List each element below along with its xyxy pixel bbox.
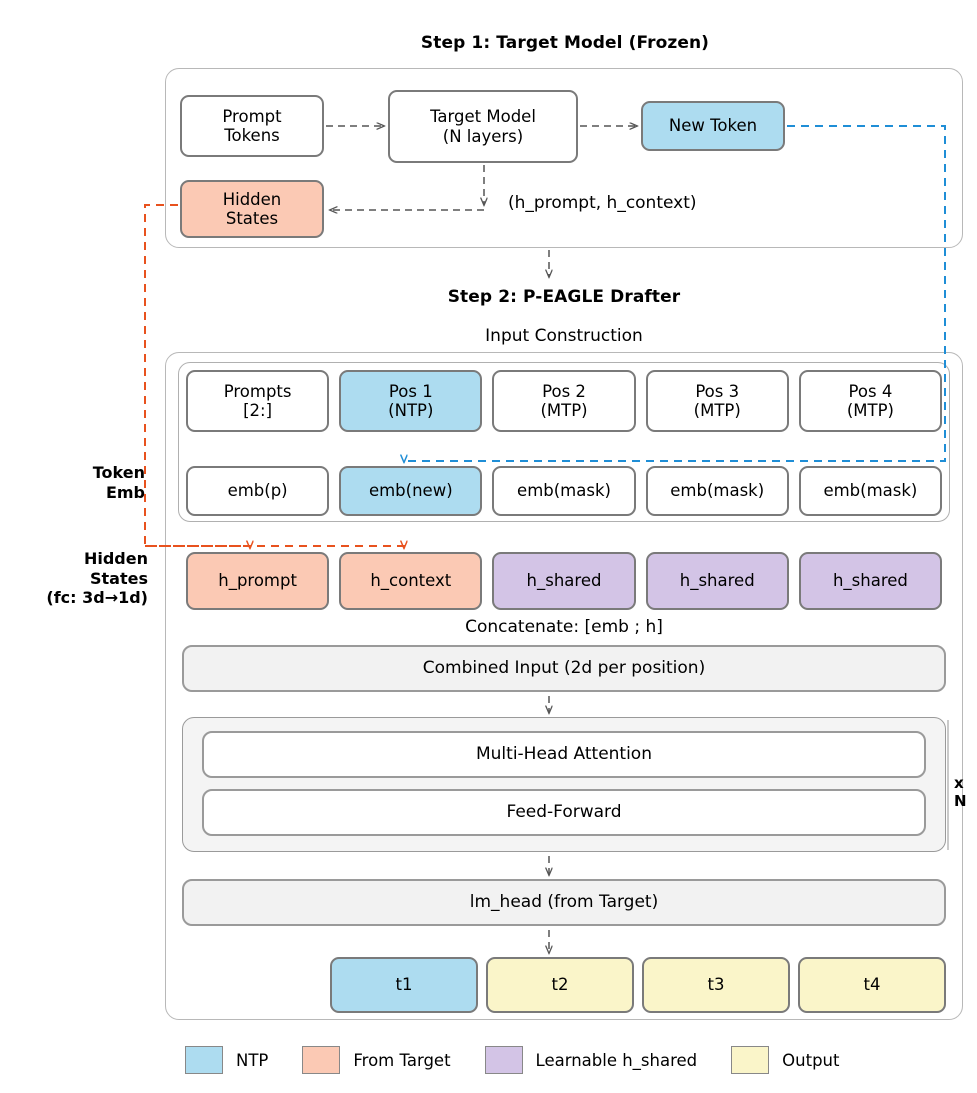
node-feed-forward: Feed-Forward: [202, 789, 926, 836]
row-hidden-states: h_prompt h_context h_shared h_shared h_s…: [186, 552, 943, 610]
node-embedding-2-label: emb(mask): [517, 481, 611, 501]
node-position-3-line-1: Pos 3: [695, 381, 740, 401]
node-position-1: Pos 1 (NTP): [339, 370, 483, 432]
node-embedding-1: emb(new): [339, 466, 483, 516]
node-position-1-line-1: Pos 1: [388, 381, 433, 401]
node-position-3: Pos 3 (MTP): [645, 370, 789, 432]
legend-label-from-target: From Target: [353, 1050, 451, 1070]
legend-swatch-learnable-h-shared: [484, 1046, 523, 1074]
step2-subtitle: Input Construction: [485, 326, 643, 346]
transformer-repeat-label: x N: [954, 774, 967, 810]
side-label-hidden-states: Hidden States (fc: 3d→1d): [0, 549, 148, 608]
legend-item-ntp: NTP: [185, 1046, 268, 1074]
node-position-0: Prompts [2:]: [186, 370, 330, 432]
legend-item-output: Output: [731, 1046, 839, 1074]
legend-swatch-from-target: [302, 1046, 341, 1074]
side-label-hidden-states-line-1: Hidden: [83, 549, 148, 568]
step1-title: Step 1: Target Model (Frozen): [420, 33, 710, 53]
side-label-token-emb-line-2: Emb: [105, 482, 145, 502]
node-position-4-line-2: (MTP): [846, 401, 894, 420]
row-token-embeddings: emb(p) emb(new) emb(mask) emb(mask) emb(…: [186, 466, 943, 516]
node-position-3-line-2: (MTP): [693, 401, 741, 420]
node-combined-input-label: Combined Input (2d per position): [422, 657, 706, 678]
node-output-t2-label: t2: [551, 975, 569, 995]
legend-label-ntp: NTP: [236, 1050, 269, 1070]
node-embedding-1-label: emb(new): [368, 481, 453, 501]
legend-swatch-ntp: [185, 1046, 223, 1074]
node-position-2: Pos 2 (MTP): [492, 370, 636, 432]
node-multi-head-attention: Multi-Head Attention: [202, 731, 926, 778]
node-prompt-tokens: Prompt Tokens: [180, 95, 324, 157]
node-output-t1: t1: [330, 957, 478, 1013]
concatenate-label: Concatenate: [emb ; h]: [465, 617, 663, 637]
node-hidden-4: h_shared: [798, 552, 943, 610]
legend: NTP From Target Learnable h_shared Outpu…: [185, 1044, 945, 1076]
hidden-states-annotation: (h_prompt, h_context): [508, 193, 697, 213]
node-hidden-4-label: h_shared: [832, 571, 908, 591]
node-prompt-tokens-line-2: Tokens: [224, 126, 280, 145]
node-hidden-2: h_shared: [492, 552, 636, 610]
node-multi-head-attention-label: Multi-Head Attention: [475, 743, 652, 764]
node-position-4-line-1: Pos 4: [848, 381, 893, 401]
node-hidden-3: h_shared: [645, 552, 789, 610]
node-embedding-2: emb(mask): [492, 466, 636, 516]
node-output-t3-label: t3: [707, 975, 725, 995]
node-new-token-label: New Token: [668, 116, 758, 136]
node-new-token: New Token: [641, 101, 785, 151]
node-position-2-line-2: (MTP): [540, 401, 588, 420]
node-embedding-0: emb(p): [186, 466, 330, 516]
node-lm-head-label: lm_head (from Target): [469, 891, 659, 912]
legend-label-output: Output: [782, 1050, 840, 1070]
node-target-model: Target Model (N layers): [388, 90, 578, 163]
node-hidden-3-label: h_shared: [679, 571, 755, 591]
node-output-t4: t4: [798, 957, 946, 1013]
side-label-token-emb: Token Emb: [20, 463, 145, 502]
node-lm-head: lm_head (from Target): [182, 879, 946, 926]
side-label-token-emb-line-1: Token: [92, 463, 145, 482]
node-position-1-line-2: (NTP): [388, 401, 434, 420]
node-hidden-0-label: h_prompt: [218, 571, 297, 591]
node-embedding-3: emb(mask): [645, 466, 789, 516]
side-label-hidden-states-line-3: (fc: 3d→1d): [46, 588, 148, 608]
legend-label-learnable-h-shared: Learnable h_shared: [535, 1050, 698, 1070]
node-embedding-4: emb(mask): [798, 466, 943, 516]
node-hidden-1: h_context: [339, 552, 483, 610]
node-target-model-line-2: (N layers): [442, 126, 524, 146]
node-hidden-1-label: h_context: [370, 571, 452, 591]
node-embedding-0-label: emb(p): [227, 481, 288, 501]
node-hidden-states-line-2: States: [225, 209, 279, 228]
node-position-0-line-1: Prompts: [223, 381, 292, 401]
node-position-4: Pos 4 (MTP): [798, 370, 943, 432]
node-prompt-tokens-line-1: Prompt: [222, 106, 282, 126]
legend-item-learnable-h-shared: Learnable h_shared: [484, 1046, 698, 1074]
node-embedding-4-label: emb(mask): [823, 481, 918, 501]
node-hidden-2-label: h_shared: [526, 571, 602, 591]
row-outputs: t1 t2 t3 t4: [330, 957, 946, 1013]
node-combined-input: Combined Input (2d per position): [182, 645, 946, 692]
node-embedding-3-label: emb(mask): [670, 481, 765, 501]
step2-title: Step 2: P-EAGLE Drafter: [447, 287, 681, 307]
node-output-t4-label: t4: [863, 975, 881, 995]
node-output-t3: t3: [642, 957, 790, 1013]
node-feed-forward-label: Feed-Forward: [506, 801, 622, 822]
node-target-model-line-1: Target Model: [430, 107, 536, 127]
node-hidden-states-line-1: Hidden: [222, 189, 282, 209]
legend-item-from-target: From Target: [302, 1046, 451, 1074]
node-position-0-line-2: [2:]: [243, 401, 273, 420]
node-output-t2: t2: [486, 957, 634, 1013]
side-label-hidden-states-line-2: States: [90, 568, 148, 588]
node-hidden-states: Hidden States: [180, 180, 324, 238]
row-positions: Prompts [2:] Pos 1 (NTP) Pos 2 (MTP) Pos…: [186, 370, 943, 432]
node-position-2-line-1: Pos 2: [542, 381, 586, 401]
legend-swatch-output: [731, 1046, 770, 1074]
node-output-t1-label: t1: [395, 975, 413, 995]
node-hidden-0: h_prompt: [186, 552, 330, 610]
